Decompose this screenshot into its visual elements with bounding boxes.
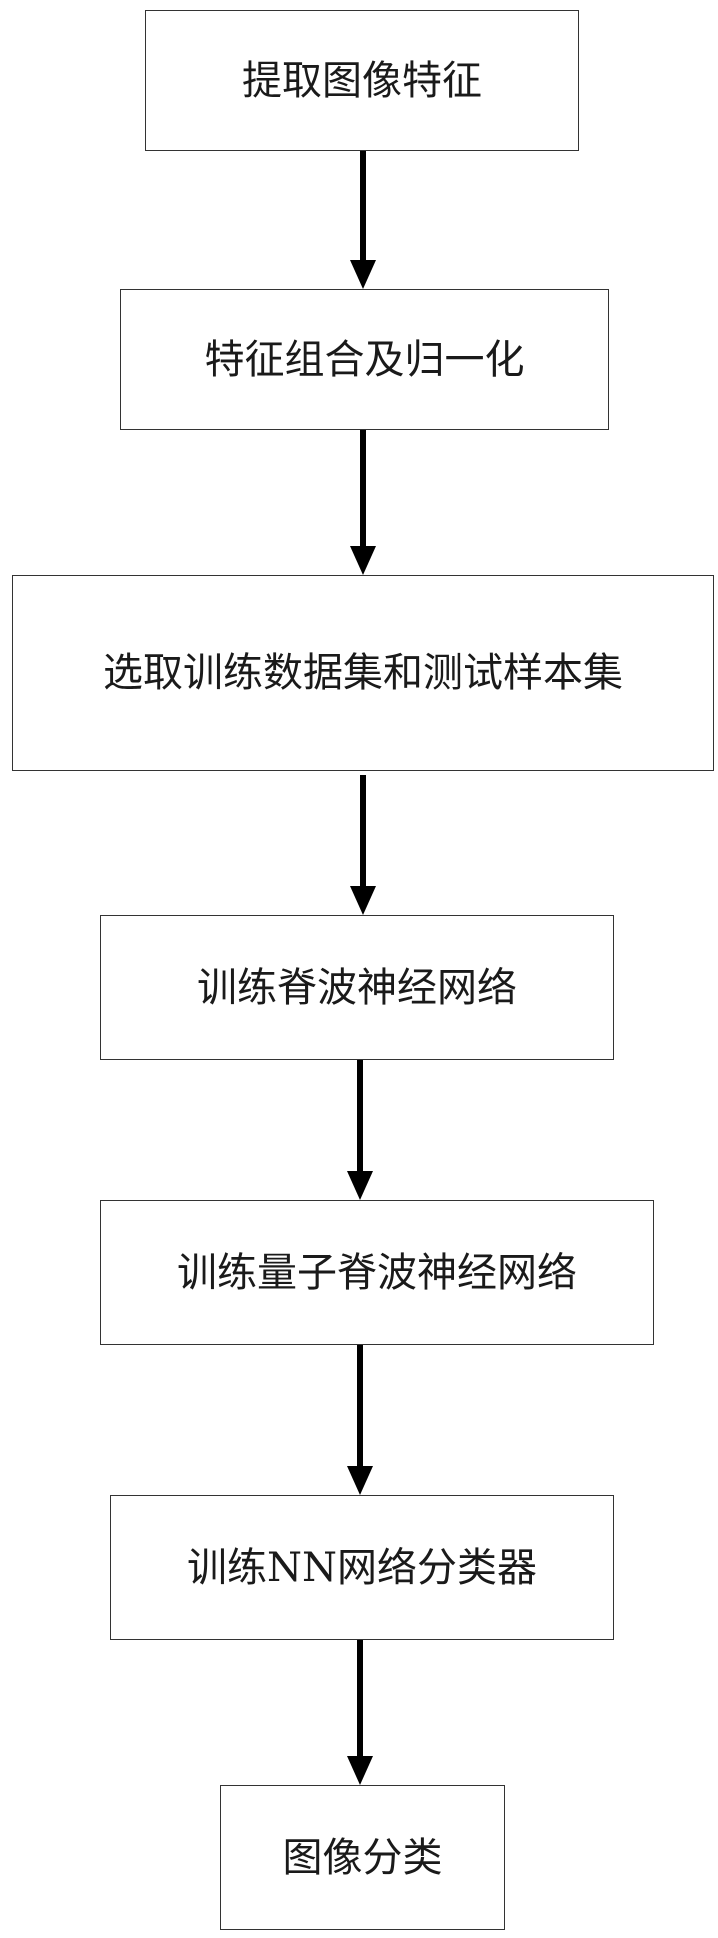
- step-box-train-quantum-ridgelet-nn: 训练量子脊波神经网络: [100, 1200, 654, 1345]
- arrow-1: [350, 151, 376, 289]
- step-box-feature-combination: 特征组合及归一化: [120, 289, 609, 430]
- arrow-2: [350, 430, 376, 575]
- step-box-image-classification: 图像分类: [220, 1785, 505, 1930]
- step-label: 特征组合及归一化: [204, 336, 525, 383]
- step-label: 训练量子脊波神经网络: [177, 1249, 577, 1296]
- arrow-5: [347, 1345, 373, 1495]
- step-label: 训练脊波神经网络: [197, 964, 517, 1011]
- step-label: 训练NN网络分类器: [187, 1544, 537, 1591]
- step-box-select-datasets: 选取训练数据集和测试样本集: [12, 575, 714, 771]
- step-label: 提取图像特征: [242, 57, 482, 104]
- step-box-extract-features: 提取图像特征: [145, 10, 579, 151]
- arrow-6: [347, 1640, 373, 1785]
- arrow-3: [350, 775, 376, 915]
- step-label: 选取训练数据集和测试样本集: [103, 650, 623, 696]
- step-box-train-ridgelet-nn: 训练脊波神经网络: [100, 915, 614, 1060]
- step-label: 图像分类: [282, 1834, 443, 1881]
- arrow-4: [347, 1060, 373, 1200]
- step-box-train-nn-classifier: 训练NN网络分类器: [110, 1495, 614, 1640]
